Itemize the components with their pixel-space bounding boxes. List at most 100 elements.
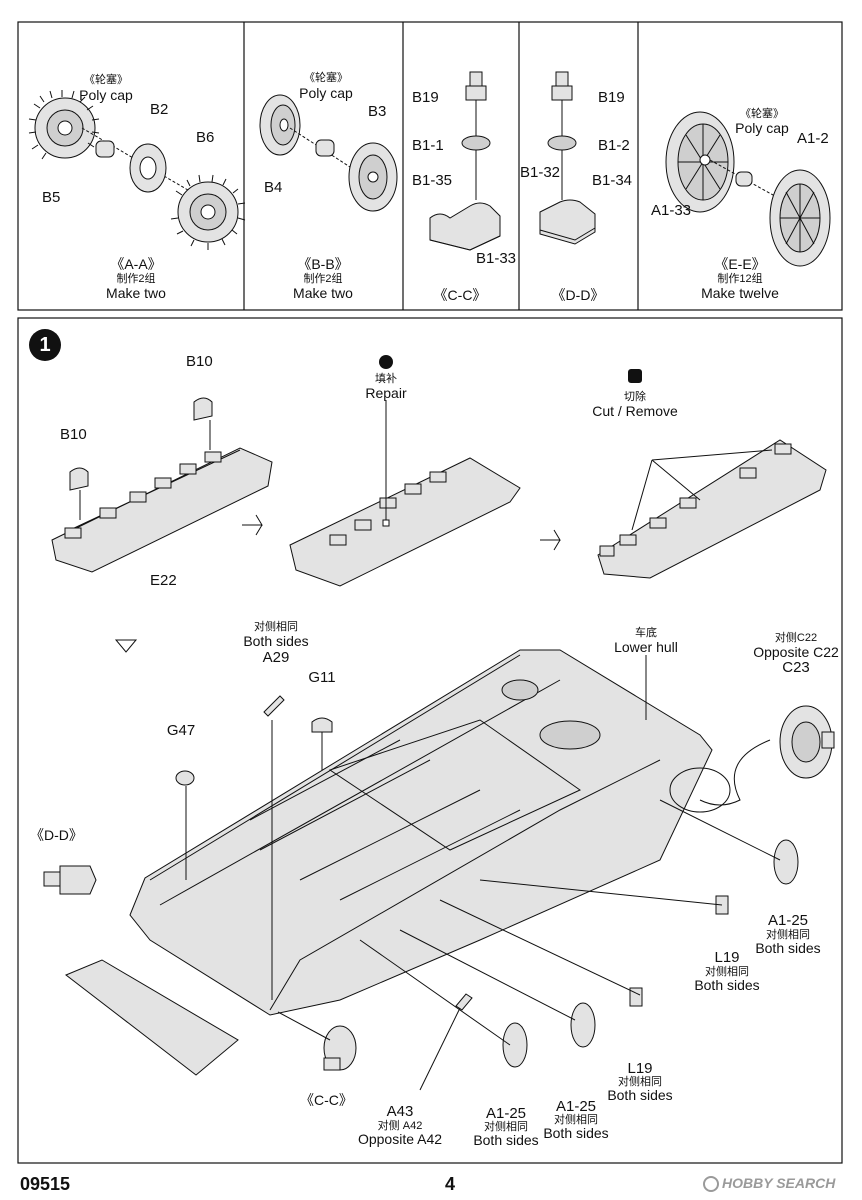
bb-title: 《B-B》: [297, 256, 349, 272]
aa-note-en: Make two: [106, 285, 166, 301]
remove-label-en: Cut / Remove: [592, 403, 678, 419]
bb-note-cn: 制作2组: [303, 273, 343, 285]
ee-part-a1-2: A1-2: [797, 130, 829, 147]
label-l19-upper: L19: [714, 949, 740, 966]
aa-cap-en: Poly cap: [79, 87, 133, 103]
watermark-text: HOBBY SEARCH: [722, 1175, 836, 1191]
hull-floor-plate-3: [597, 439, 827, 579]
dd-ref-part: [43, 865, 97, 895]
label-a1-25-low: A1-25: [555, 1098, 597, 1115]
label-g47: G47: [166, 722, 196, 739]
label-a29-en: Both sides: [243, 633, 309, 649]
part-b10-top-shape: [193, 397, 213, 421]
washer-b2: [129, 143, 167, 193]
dd-assembly-drawing: [539, 71, 596, 245]
label-b10-top: B10: [186, 353, 213, 370]
l19-lower-en: Both sides: [607, 1087, 673, 1103]
a1-25-mid-part: [502, 1022, 528, 1068]
cc-part-b1-35: B1-35: [412, 172, 453, 189]
label-b10-left: B10: [60, 426, 87, 443]
a1-25-low-cn: 对侧相同: [554, 1114, 598, 1126]
hull-bottom-panel-drawing: [65, 959, 239, 1076]
g11-part: [311, 717, 333, 733]
l19-upper-en: Both sides: [694, 977, 760, 993]
aa-note-cn: 制作2组: [116, 273, 156, 285]
aa-part-b6: B6: [196, 129, 215, 146]
arrow-down: [114, 639, 138, 653]
page-number: 4: [445, 1174, 456, 1194]
repair-label-cn: 填补: [375, 373, 397, 385]
repair-label-en: Repair: [365, 385, 407, 401]
a1-25-low-part: [570, 1002, 596, 1048]
ee-note-en: Make twelve: [701, 285, 779, 301]
arrow-right-2: [540, 529, 561, 551]
part-b10-left-shape: [69, 467, 89, 491]
cc-part-b1-33: B1-33: [476, 250, 517, 267]
label-dd-ref: 《D-D》: [30, 827, 83, 843]
a1-25-mid-en: Both sides: [473, 1132, 539, 1148]
dd-part-b1-34: B1-34: [592, 172, 633, 189]
a29-part: [263, 695, 285, 717]
bb-cap-cn: 《轮塞》: [304, 72, 348, 84]
a43-en: Opposite A42: [357, 1131, 443, 1147]
bb-note-en: Make two: [293, 285, 353, 301]
sprocket-inner-drawing: [28, 90, 100, 160]
cc-part-b1-1: B1-1: [412, 137, 444, 154]
a1-25-right-part: [773, 839, 799, 885]
bb-part-b4: B4: [264, 179, 283, 196]
label-a29-cn: 对侧相同: [254, 621, 298, 633]
label-a1-25-right: A1-25: [767, 912, 809, 929]
remove-label-cn: 切除: [624, 391, 646, 403]
c23-en: Opposite C22: [753, 644, 839, 660]
bb-part-b3: B3: [368, 103, 387, 120]
label-l19-lower: L19: [627, 1060, 653, 1077]
cc-ref-part: [323, 1025, 357, 1071]
dd-title: 《D-D》: [551, 287, 605, 303]
step-frame: [17, 317, 843, 1164]
label-cc-ref: 《C-C》: [300, 1092, 353, 1108]
step-number-circle: [29, 329, 61, 361]
c23-part: [779, 705, 835, 779]
l19-lower-part: [629, 987, 643, 1007]
a43-part: [455, 993, 473, 1011]
l19-lower-cn: 对侧相同: [618, 1076, 662, 1088]
bb-cap-en: Poly cap: [299, 85, 353, 101]
a1-25-right-cn: 对侧相同: [766, 929, 810, 941]
ee-title: 《E-E》: [714, 256, 766, 272]
label-g11: G11: [308, 669, 336, 686]
label-a43: A43: [386, 1103, 414, 1120]
label-e22: E22: [150, 572, 177, 589]
lower-hull-en: Lower hull: [614, 639, 678, 655]
hull-floor-plate-2: [289, 457, 521, 587]
cc-title: 《C-C》: [433, 287, 487, 303]
a43-cn: 对侧 A42: [377, 1120, 423, 1132]
cc-assembly-drawing: [429, 71, 501, 251]
a1-25-mid-cn: 对侧相同: [484, 1121, 528, 1133]
ee-cap-en: Poly cap: [735, 120, 789, 136]
a1-25-low-en: Both sides: [543, 1125, 609, 1141]
aa-part-b2: B2: [150, 101, 169, 118]
dd-part-b19: B19: [598, 89, 625, 106]
c23-cn: 对侧C22: [774, 632, 818, 644]
aa-title: 《A-A》: [110, 256, 162, 272]
cc-part-b19: B19: [412, 89, 439, 106]
lower-hull-cn: 车底: [635, 627, 657, 639]
ee-part-a1-33: A1-33: [651, 202, 692, 219]
idler-outer-drawing: [348, 142, 398, 212]
subassembly-frame: [17, 21, 843, 311]
sprocket-b6: [170, 174, 246, 250]
ee-cap-cn: 《轮塞》: [740, 108, 784, 120]
roadwheel-inner-drawing: [665, 111, 735, 213]
lower-hull-drawing: [129, 649, 731, 1016]
label-c23: C23: [782, 659, 810, 676]
l19-upper-cn: 对侧相同: [705, 966, 749, 978]
watermark-logo: [703, 1176, 719, 1192]
idler-inner-drawing: [259, 94, 301, 156]
poly-cap-a: [95, 140, 115, 158]
g47-part: [175, 770, 195, 786]
label-a29: A29: [262, 649, 290, 666]
arrow-right-1: [242, 514, 263, 536]
step-number: 1: [39, 334, 51, 356]
hull-floor-plate-1: [51, 447, 273, 573]
